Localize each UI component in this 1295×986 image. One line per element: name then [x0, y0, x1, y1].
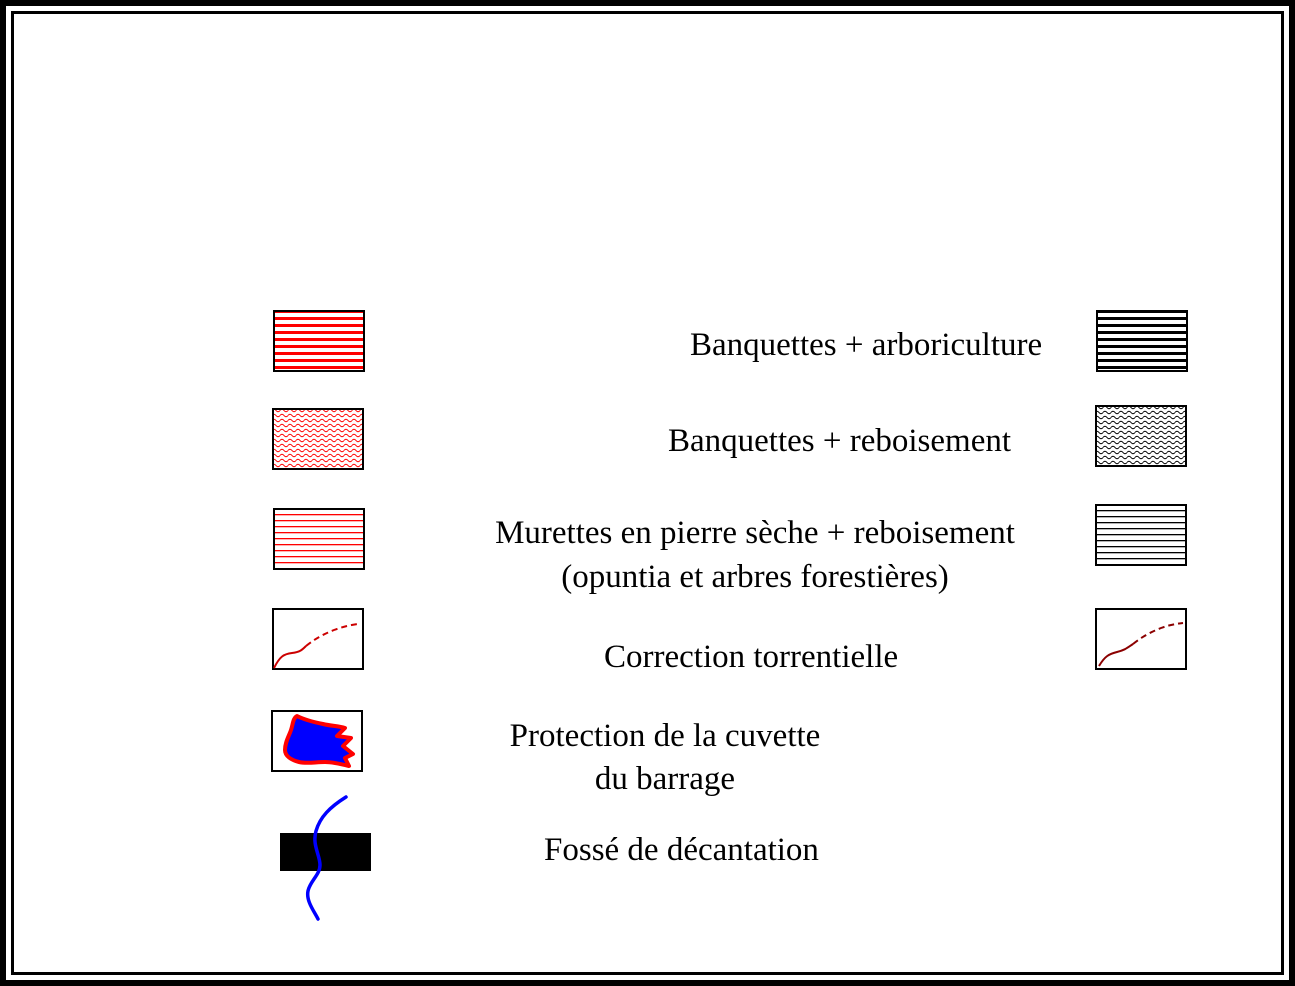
legend-label-murettes-line2: (opuntia et arbres forestières)	[561, 559, 949, 595]
legend-label-fosse-decantation: Fossé de décantation	[544, 832, 819, 868]
legend-label-banquettes-reboisement: Banquettes + reboisement	[668, 423, 1012, 459]
banquettes-arboriculture-black-symbol	[1096, 310, 1188, 372]
legend-label-protection-line2: du barrage	[594, 761, 736, 797]
correction-torrentielle-darkred-symbol	[1095, 608, 1189, 672]
legend-label-banquettes-arboriculture: Banquettes + arboriculture	[690, 327, 1043, 363]
fosse-decantation-symbol	[280, 795, 374, 921]
banquettes-arboriculture-red-symbol	[273, 310, 365, 372]
legend-label-protection-line1: Protection de la cuvette	[509, 718, 821, 754]
banquettes-reboisement-red-symbol	[272, 408, 364, 470]
protection-cuvette-symbol	[271, 710, 365, 774]
banquettes-reboisement-black-symbol	[1095, 405, 1187, 467]
legend-label-correction-torrentielle: Correction torrentielle	[604, 639, 899, 675]
legend-label-murettes-line1: Murettes en pierre sèche + reboisement	[495, 515, 1015, 551]
correction-torrentielle-red-symbol	[272, 608, 366, 672]
murettes-reboisement-black-symbol	[1095, 504, 1187, 566]
murettes-reboisement-red-symbol	[273, 508, 365, 570]
inner-frame	[11, 11, 1284, 975]
